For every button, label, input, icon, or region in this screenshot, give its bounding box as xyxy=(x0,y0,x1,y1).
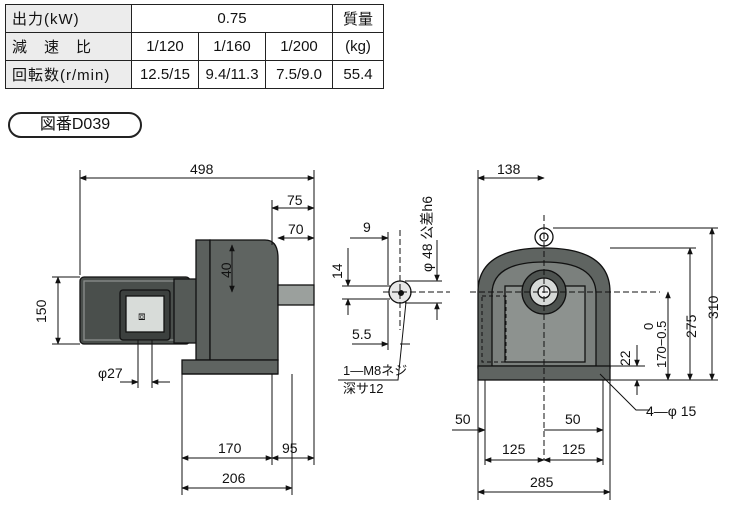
dim-50-right: 50 xyxy=(565,411,581,427)
table-row: 回転数(r/min) 12.5/15 9.4/11.3 7.5/9.0 55.4 xyxy=(5,60,384,89)
fan-cover xyxy=(173,278,199,344)
dim-95: 95 xyxy=(282,440,298,456)
table-row: 出力(kW) 0.75 質量 xyxy=(5,4,384,33)
speed-value: 9.4/11.3 xyxy=(198,60,266,89)
ratio-label: 減 速 比 xyxy=(5,32,132,61)
speed-value: 12.5/15 xyxy=(131,60,199,89)
dim-150: 150 xyxy=(33,299,49,323)
dim-275: 275 xyxy=(683,314,699,338)
dim-170-tol: 170−0.5 xyxy=(654,321,669,368)
dim-125-left: 125 xyxy=(502,441,526,457)
dim-310: 310 xyxy=(705,295,721,319)
dim-14: 14 xyxy=(329,263,345,279)
dim-206: 206 xyxy=(222,470,246,486)
spec-table: 出力(kW) 0.75 質量 減 速 比 1/120 1/160 1/200 (… xyxy=(5,4,384,89)
dim-70: 70 xyxy=(288,221,304,237)
svg-text:⧈: ⧈ xyxy=(138,309,146,323)
side-view: ⧈ xyxy=(79,239,315,375)
mass-value: 55.4 xyxy=(332,60,384,89)
dim-125-right: 125 xyxy=(562,441,586,457)
dim-75: 75 xyxy=(287,192,303,208)
dim-22: 22 xyxy=(617,350,633,366)
speed-label: 回転数(r/min) xyxy=(5,60,132,89)
dim-5-5: 5.5 xyxy=(352,326,372,342)
output-label: 出力(kW) xyxy=(5,4,132,33)
output-shaft xyxy=(277,284,315,306)
dim-170: 170 xyxy=(218,440,242,456)
dim-50-left: 50 xyxy=(455,411,471,427)
foot xyxy=(181,359,279,375)
dim-phi27: φ27 xyxy=(98,365,123,381)
dim-tolerance: 0 xyxy=(641,323,656,330)
gearbox-body xyxy=(209,239,279,361)
ratio-value: 1/200 xyxy=(265,32,333,61)
dim-40: 40 xyxy=(218,262,234,278)
drawing-number-label: 図番D039 xyxy=(8,112,142,138)
dim-holes: 4―φ 15 xyxy=(646,403,697,419)
front-dimensions xyxy=(452,170,718,500)
dim-285: 285 xyxy=(530,474,554,490)
table-row: 減 速 比 1/120 1/160 1/200 (kg) xyxy=(5,32,384,61)
shaft-end-view xyxy=(338,230,450,381)
side-dimensions xyxy=(52,170,315,495)
ratio-value: 1/160 xyxy=(198,32,266,61)
dim-138: 138 xyxy=(497,161,521,177)
mass-label: 質量 xyxy=(332,4,384,33)
dim-phi48: φ 48 公差h6 xyxy=(419,196,435,272)
flange xyxy=(195,239,211,361)
speed-value: 7.5/9.0 xyxy=(265,60,333,89)
dim-498: 498 xyxy=(190,161,214,177)
tap-depth: 深サ12 xyxy=(343,381,383,396)
tap-spec: 1―M8ネジ xyxy=(343,363,407,378)
front-view xyxy=(477,227,611,381)
dim-9: 9 xyxy=(363,219,371,235)
mass-unit: (kg) xyxy=(332,32,384,61)
